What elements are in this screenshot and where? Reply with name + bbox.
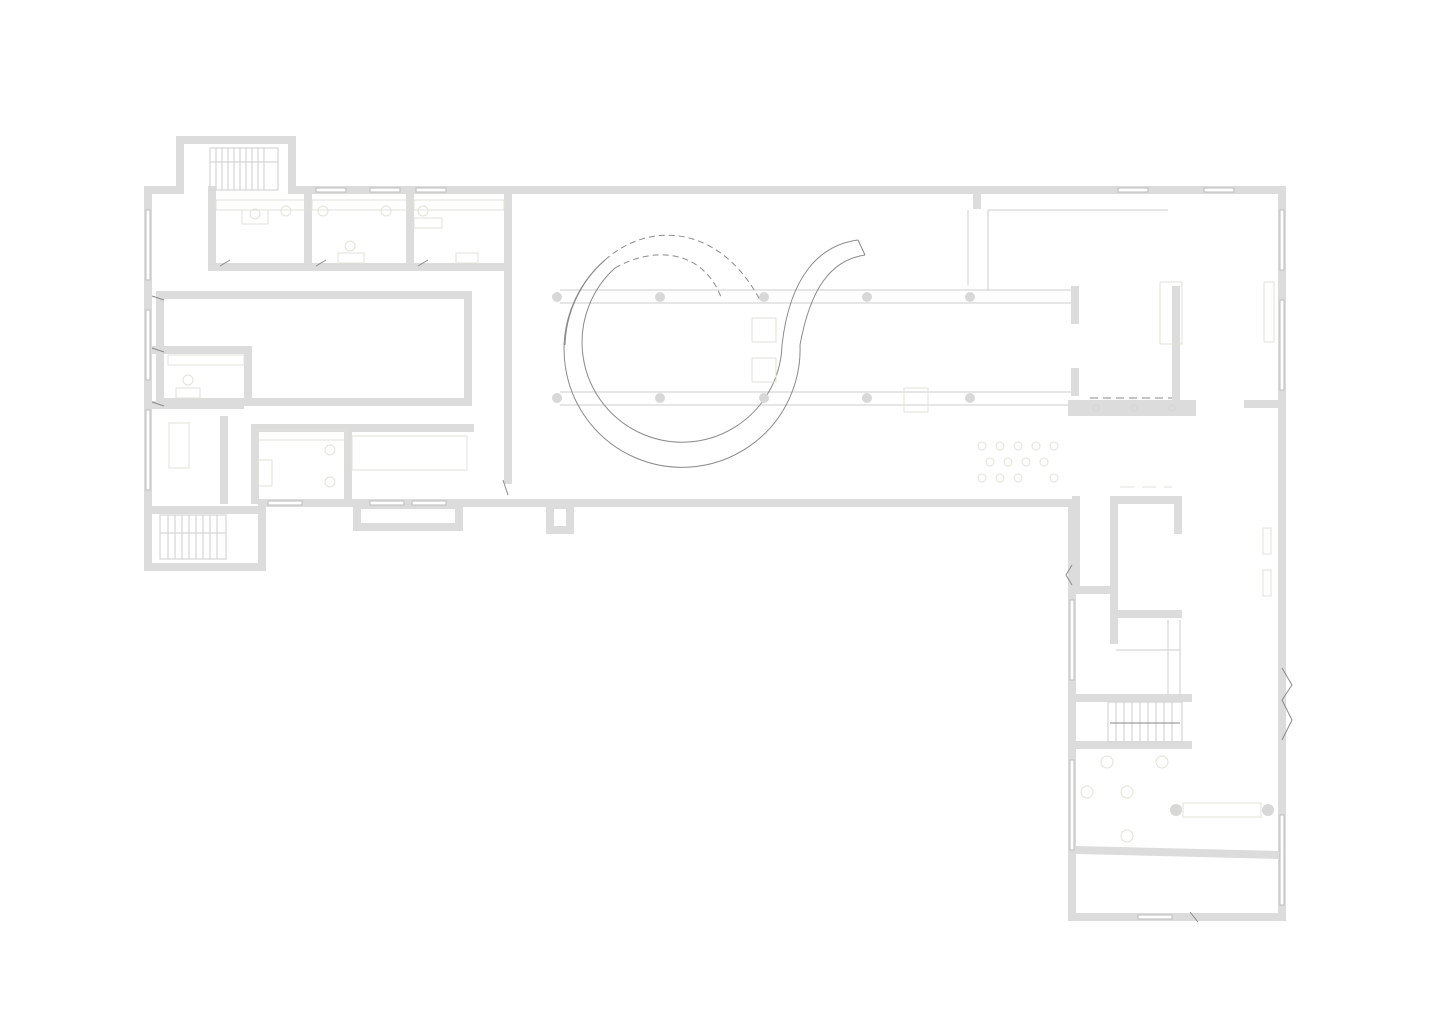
office-furniture <box>167 199 505 488</box>
left-wing-interior-walls <box>148 186 574 534</box>
seating-dots <box>977 441 1059 483</box>
stair-right-wing <box>1072 694 1192 749</box>
central-hall <box>552 234 1075 483</box>
stair-bottom-left <box>159 514 227 560</box>
stairs <box>159 147 1192 749</box>
right-hall-walls <box>967 193 1286 416</box>
windows <box>145 187 1285 920</box>
spiral-ramp <box>563 234 866 468</box>
columns <box>552 292 975 403</box>
exterior-walls <box>144 136 1286 921</box>
doors <box>151 259 1293 923</box>
right-wing-interior <box>1071 486 1287 860</box>
chairs <box>1080 755 1274 843</box>
stair-top <box>209 147 279 191</box>
